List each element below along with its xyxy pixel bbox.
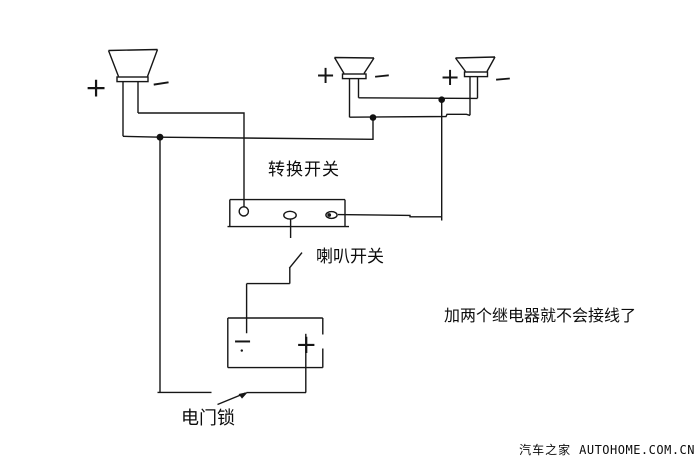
speaker-left-plus-sign: + — [84, 72, 108, 104]
watermark-site-domain: AUTOHOME.COM.CN — [579, 443, 695, 457]
junction-dot — [438, 96, 446, 103]
battery-box — [227, 317, 324, 369]
horn-switch-symbol — [288, 252, 303, 269]
battery-plus-sign: + — [295, 330, 318, 361]
speaker-left-icon — [107, 48, 159, 137]
ignition-switch-symbol — [217, 392, 248, 406]
switch-terminal-middle — [283, 210, 297, 220]
speaker-left-minus-sign: − — [148, 67, 174, 98]
speaker-middle-icon — [333, 56, 375, 118]
changeover-switch-box — [227, 198, 349, 228]
speaker-right-minus-sign: − — [492, 65, 513, 93]
battery-minus-sign: − — [232, 326, 253, 355]
speaker-middle-minus-sign: − — [370, 63, 392, 90]
changeover-switch-label: 转换开关 — [268, 160, 340, 179]
speaker-right-plus-sign: + — [439, 63, 461, 91]
speaker-middle-plus-sign: + — [315, 60, 336, 89]
junction-dot — [369, 114, 377, 121]
switch-terminal-left — [238, 206, 250, 217]
horn-switch-label: 喇叭开关 — [316, 247, 384, 266]
watermark-site-name: 汽车之家 — [519, 443, 572, 457]
switch-terminal-right — [325, 210, 338, 220]
wires — [122, 97, 478, 394]
speaker-right-icon — [454, 56, 496, 116]
annotation-text: 加两个继电器就不会接线了 — [444, 308, 637, 325]
ignition-lock-label: 电门锁 — [181, 408, 235, 428]
watermark: 汽车之家 AUTOHOME.COM.CN — [519, 441, 695, 458]
junction-dot — [156, 133, 164, 141]
